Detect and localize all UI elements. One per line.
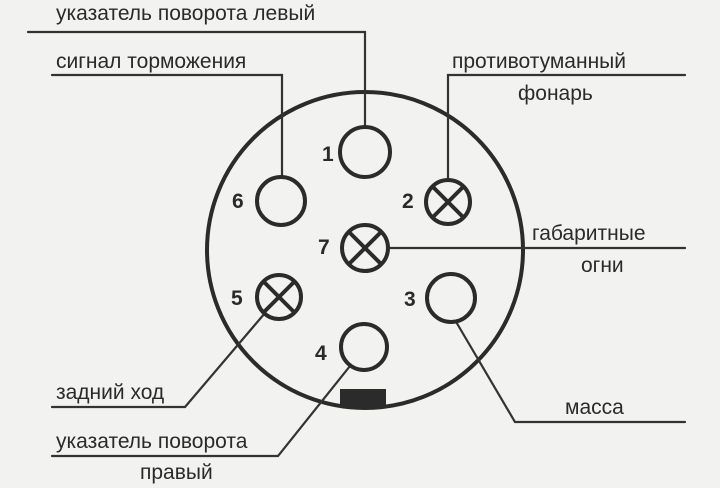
leader-ground [453, 318, 687, 424]
pin-5: 5 [231, 273, 303, 321]
leader-fog [446, 73, 687, 182]
pin-7-number: 7 [318, 236, 330, 259]
pin-3-contact [425, 272, 477, 324]
label-fog-line1: противотуманный [452, 50, 626, 73]
label-turn-right-line1: указатель поворота [56, 430, 248, 453]
socket-key [340, 389, 386, 407]
label-side-line1: габаритные [532, 222, 646, 245]
pin-7-lamp-icon-stroke [347, 230, 383, 266]
pin-4-number: 4 [315, 342, 327, 365]
pin-2-number: 2 [402, 190, 414, 213]
leader-brake [50, 73, 284, 180]
label-turn-left: указатель поворота левый [56, 2, 315, 25]
pin-7: 7 [318, 223, 390, 273]
pin-2-lamp-icon-stroke [431, 185, 465, 219]
leader-reverse [50, 311, 267, 409]
pin-1-number: 1 [322, 143, 334, 166]
pin-2: 2 [402, 178, 472, 226]
pin-1: 1 [322, 125, 392, 179]
label-ground: масса [565, 396, 624, 419]
leader-turn-right [50, 364, 352, 458]
pin-4: 4 [315, 322, 389, 372]
function-labels: указатель поворота левый сигнал торможен… [56, 2, 646, 484]
pin-4-contact [339, 322, 389, 372]
pin-3: 3 [404, 272, 477, 324]
pin-6-number: 6 [232, 190, 244, 213]
pin-6-contact [255, 175, 307, 227]
label-turn-right-line2: правый [140, 461, 213, 484]
label-side-line2: огни [581, 254, 624, 277]
leader-turn-left [26, 30, 367, 128]
pin-6: 6 [232, 175, 307, 227]
pin-5-lamp-icon-stroke [262, 280, 296, 314]
pin-5-number: 5 [231, 287, 243, 310]
label-reverse: задний ход [56, 381, 164, 404]
label-fog-line2: фонарь [518, 82, 593, 105]
pin-1-contact [338, 125, 392, 179]
leader-lines [26, 30, 687, 458]
label-brake: сигнал торможения [56, 50, 246, 73]
pin-3-number: 3 [404, 288, 416, 311]
